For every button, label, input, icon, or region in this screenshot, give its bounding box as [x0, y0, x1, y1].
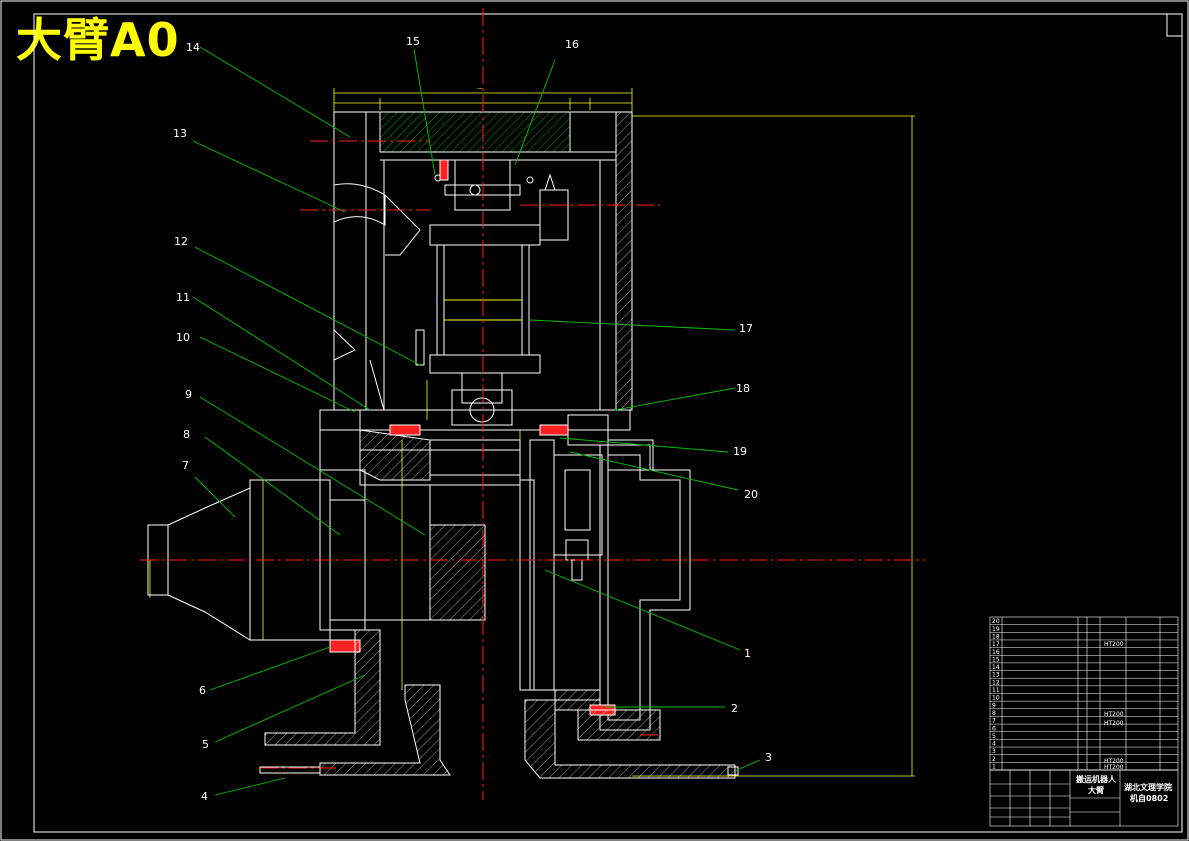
parts-list-materials: HT200 HT200 HT200 HT200 HT200 [1104, 641, 1124, 771]
callout-19: 19 [733, 445, 747, 458]
dimension-lines [149, 88, 915, 777]
upper-arm-housing [333, 111, 633, 411]
title-block-text: 搬运机器人 大臂 湖北文理学院 机自0802 [1076, 774, 1172, 803]
material-label-4: HT200 [1104, 758, 1124, 765]
right-housing [519, 439, 691, 731]
dimension-text: — [477, 85, 483, 92]
parts-list-row-number: 5 [992, 733, 996, 740]
title-block-org-line1: 湖北文理学院 [1124, 782, 1172, 792]
callout-13: 13 [173, 127, 187, 140]
drawing-title: 大臂A0 [16, 13, 180, 67]
callout-15: 15 [406, 35, 420, 48]
parts-list-row-number: 7 [992, 718, 996, 725]
callout-12: 12 [174, 235, 188, 248]
callout-10: 10 [176, 331, 190, 344]
parts-list-row-number: 6 [992, 725, 996, 732]
parts-list-row-number: 18 [992, 633, 1000, 640]
callout-4: 4 [201, 790, 208, 803]
material-label-5: HT200 [1104, 764, 1124, 771]
parts-list-row-number: 20 [992, 618, 1000, 625]
svg-text:—: — [477, 85, 483, 92]
callout-2: 2 [731, 702, 738, 715]
parts-list-row-number: 19 [992, 626, 1000, 633]
callout-14: 14 [186, 41, 200, 54]
title-block-name-line2: 大臂 [1088, 785, 1104, 795]
callout-20: 20 [744, 488, 758, 501]
parts-list-row-number: 13 [992, 672, 1000, 679]
callout-11: 11 [176, 291, 190, 304]
title-block-name-line1: 搬运机器人 [1076, 774, 1117, 784]
parts-list-row-number: 8 [992, 710, 996, 717]
parts-list-row-number: 16 [992, 649, 1000, 656]
parts-list-row-number: 17 [992, 641, 1000, 648]
parts-list-row-number: 9 [992, 702, 996, 709]
material-label-2: HT200 [1104, 711, 1124, 718]
material-label-1: HT200 [1104, 641, 1124, 648]
title-block [989, 769, 1179, 827]
lift-cylinder [415, 159, 569, 426]
leader-lines [192, 46, 761, 796]
callout-7: 7 [182, 459, 189, 472]
callout-8: 8 [183, 428, 190, 441]
title-block-org-line2: 机自0802 [1130, 793, 1168, 803]
parts-list-row-number: 2 [992, 756, 996, 763]
parts-list-row-number: 15 [992, 656, 1000, 663]
parts-list-row-number: 1 [992, 764, 996, 771]
parts-list-row-number: 12 [992, 679, 1000, 686]
callout-3: 3 [765, 751, 772, 764]
base-support [264, 629, 736, 779]
base-bolts [259, 766, 739, 776]
callout-9: 9 [185, 388, 192, 401]
callout-17: 17 [739, 322, 753, 335]
parts-list-row-number: 4 [992, 741, 996, 748]
parts-list-row-number: 10 [992, 695, 1000, 702]
center-lines [140, 8, 925, 800]
callout-16: 16 [565, 38, 579, 51]
drive-motor [147, 449, 521, 653]
parts-list-row-number: 14 [992, 664, 1000, 671]
material-label-3: HT200 [1104, 720, 1124, 727]
callout-6: 6 [199, 684, 206, 697]
parts-list-row-number: 11 [992, 687, 1000, 694]
callout-5: 5 [202, 738, 209, 751]
parts-list-row-number: 3 [992, 748, 996, 755]
callout-1: 1 [744, 647, 751, 660]
callout-numbers: 1 2 3 4 5 6 7 8 9 10 11 12 13 14 15 16 1… [173, 35, 772, 803]
callout-18: 18 [736, 382, 750, 395]
